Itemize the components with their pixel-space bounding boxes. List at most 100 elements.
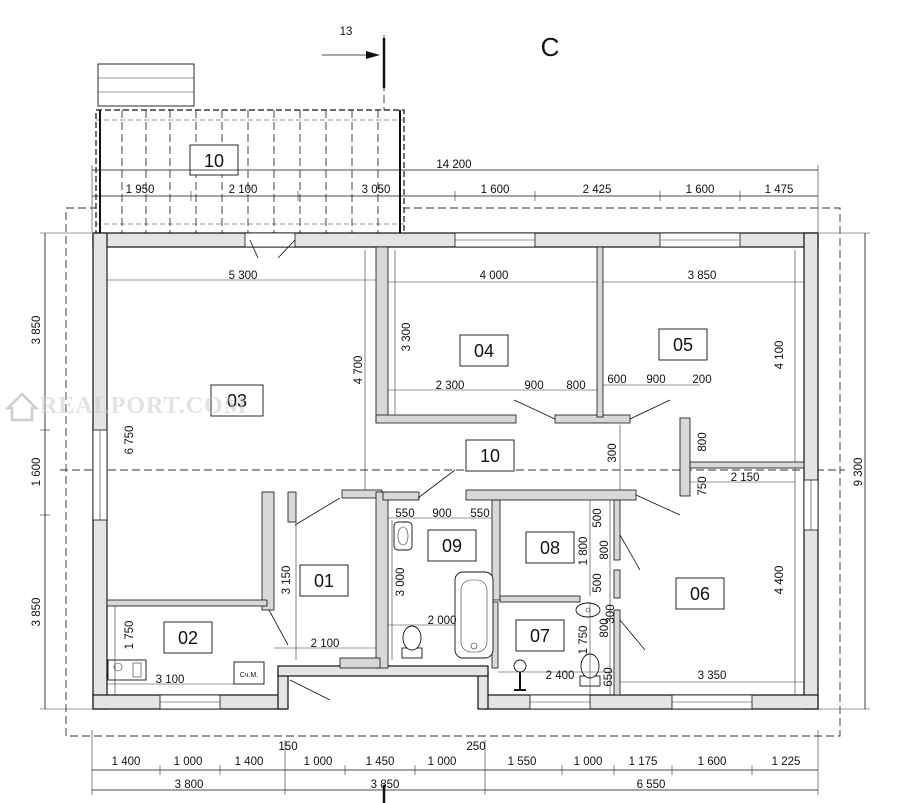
dim-top-5: 2 425 (583, 184, 612, 196)
room-number-09: 09 (442, 536, 462, 556)
room-tag-02 (163, 621, 213, 654)
dim-left-3: 3 850 (31, 598, 43, 627)
dim-in-900a: 900 (524, 380, 543, 392)
dim-bottom-9: 1 175 (629, 756, 658, 768)
dim-in-800c: 800 (599, 540, 611, 559)
dim-right-total: 9 300 (853, 458, 865, 487)
room-tag-04 (459, 334, 509, 367)
dim-in-3100: 3 100 (156, 674, 185, 686)
top-dimension-lines (91, 165, 819, 232)
doors (249, 239, 681, 701)
room-tag-09 (427, 529, 477, 562)
bottom-dimension-lines (91, 730, 819, 795)
dim-top-4: 1 600 (481, 184, 510, 196)
room-number-07: 07 (530, 626, 550, 646)
dim-in-1800: 1 800 (578, 537, 590, 566)
section-label: 13 (340, 26, 353, 38)
dim-bottom-2: 1 000 (174, 756, 203, 768)
dim-in-1750a: 1 750 (124, 621, 136, 650)
dim-in-3350: 3 350 (698, 670, 727, 682)
right-dimension-line (818, 232, 870, 710)
dim-in-750: 750 (697, 476, 709, 495)
dim-in-3300: 3 300 (401, 323, 413, 352)
room-number-01: 01 (314, 571, 334, 591)
dim-in-2300: 2 300 (436, 380, 465, 392)
dim-in-800b: 800 (697, 432, 709, 451)
dim-bottom-7: 1 550 (508, 756, 537, 768)
toilet-09 (401, 625, 423, 659)
interior-walls (106, 246, 805, 696)
room-tag-05 (658, 328, 708, 361)
dim-in-4400: 4 400 (774, 566, 786, 595)
room-number-08: 08 (540, 538, 560, 558)
dim-in-4100: 4 100 (774, 341, 786, 370)
dim-in-500a: 500 (592, 508, 604, 527)
room-tag-01 (299, 564, 349, 597)
dim-in-800d: 800 (599, 618, 611, 637)
room-number-02: 02 (178, 628, 198, 648)
dim-in-3000: 3 000 (395, 568, 407, 597)
watermark: REALPORT.COM (4, 392, 246, 422)
dim-in-200: 200 (692, 374, 711, 386)
interior-dimension-lines (106, 250, 804, 695)
drain-07 (513, 659, 527, 691)
dim-bottom-4: 1 000 (304, 756, 333, 768)
dim-in-4700: 4 700 (353, 356, 365, 385)
dim-bottom-1: 1 400 (112, 756, 141, 768)
dim-in-1750b: 1 750 (578, 626, 590, 655)
dim-top-6: 1 600 (686, 184, 715, 196)
dim-bottom-3: 1 400 (235, 756, 264, 768)
dim-bottom-total-3: 6 550 (637, 779, 666, 791)
room-tag-10-hall (465, 439, 515, 472)
dim-in-800a: 800 (566, 380, 585, 392)
windows (92, 232, 819, 710)
dim-in-4000: 4 000 (480, 270, 509, 282)
dim-in-300b: 300 (605, 604, 617, 623)
dim-top-total: 14 200 (436, 159, 471, 171)
dim-in-2000: 2 000 (428, 615, 457, 627)
dim-top-2: 2 100 (229, 184, 258, 196)
dim-bottom-5: 1 450 (366, 756, 395, 768)
washbasin-06 (575, 602, 601, 618)
dim-in-600: 600 (607, 374, 626, 386)
washbasin-09 (393, 521, 413, 551)
dim-top-7: 1 475 (765, 184, 794, 196)
dim-in-6750: 6 750 (124, 426, 136, 455)
north-label: С (541, 32, 560, 62)
dim-bottom-total-2: 3 850 (371, 779, 400, 791)
bathtub (454, 571, 494, 659)
room-number-03: 03 (227, 391, 247, 411)
terrace-step (97, 63, 195, 107)
terrace-grating (95, 63, 405, 235)
dim-in-550a: 550 (395, 508, 414, 520)
dim-top-3: 3 050 (362, 184, 391, 196)
dim-bottom-10: 1 600 (698, 756, 727, 768)
room-tag-06 (675, 577, 725, 610)
outer-dashed-contour (65, 207, 841, 737)
dim-top-1: 1 950 (126, 184, 155, 196)
dim-in-500b: 500 (592, 573, 604, 592)
dim-in-2400: 2 400 (546, 670, 575, 682)
dim-in-300: 300 (607, 443, 619, 462)
room-tag-08 (525, 531, 575, 564)
room-number-06: 06 (690, 584, 710, 604)
room-number-04: 04 (474, 341, 494, 361)
dim-in-3150: 3 150 (281, 566, 293, 595)
boiler-02 (107, 659, 147, 681)
dim-bottom-250: 250 (466, 741, 485, 753)
section-arrow-head-icon (366, 51, 380, 59)
dim-in-5300: 5 300 (229, 270, 258, 282)
room-tag-03 (210, 384, 264, 417)
dim-bottom-total-1: 3 800 (175, 779, 204, 791)
dim-left-1: 3 850 (31, 316, 43, 345)
house-logo-icon (4, 392, 40, 422)
dim-bottom-8: 1 000 (574, 756, 603, 768)
dim-in-900c: 900 (432, 508, 451, 520)
dim-in-2100: 2 100 (311, 638, 340, 650)
left-dimension-line (40, 232, 92, 710)
meter-label: Сч.М. (240, 672, 258, 679)
room-number-10-hall: 10 (480, 446, 500, 466)
dim-bottom-11: 1 225 (772, 756, 801, 768)
